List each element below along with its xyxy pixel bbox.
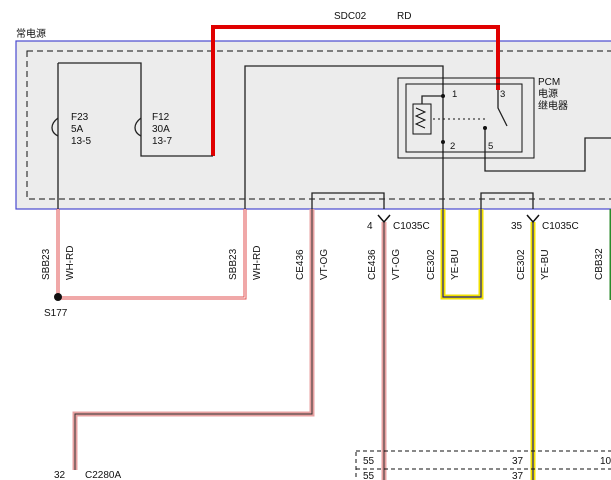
bottom-pin-2: 55 [363,471,375,480]
wire-labels: SBB23 WH-RD SBB23 WH-RD CE436 VT-OG CE43… [41,246,605,280]
wire-label-circuit-2: SBB23 [228,248,239,280]
wire-relay-out [484,137,611,172]
connector-pin: 35 [511,221,523,232]
wire-label-circuit-5: CE302 [426,249,437,280]
connector-symbol [526,214,540,224]
connector-c1035c-35: 35 C1035C [511,214,579,232]
wire-label-color-6: YE-BU [540,249,551,280]
relay-outer-box [397,77,535,159]
connector-name: C2280A [85,470,121,480]
splice-dot [54,293,62,301]
fuse-f23-location: 13-5 [71,136,91,147]
relay-pin-1: 1 [452,89,457,100]
wire-label-color-4: VT-OG [391,249,402,280]
fuse-f23-name: F23 [71,112,89,123]
power-region-inner-dashed [26,50,611,200]
power-region-title: 常电源 [16,27,46,40]
fuse-f12-location: 13-7 [152,136,172,147]
wire-label-color-2: WH-RD [252,246,263,280]
wire-label-circuit-4: CE436 [367,249,378,280]
fuse-f23: F23 5A 13-5 [51,112,91,147]
pcm-relay: 1 2 3 5 PCM 电源 继电器 [397,77,568,159]
wire-ce302-loop-run [440,209,484,300]
relay-title-3: 继电器 [538,99,568,112]
relay-coil-winding [414,107,427,129]
connector-name: C1035C [542,221,579,232]
harness-wires [56,209,611,480]
fuse-f23-rating: 5A [71,124,84,135]
relay-pin-5: 5 [488,141,493,152]
wire-ce436 [311,192,385,209]
top-wire-line [211,25,500,156]
bottom-pin-5: 10 [600,456,611,467]
relay-pin-2: 2 [450,141,455,152]
wire-label-color-5: YE-BU [450,249,461,280]
wire-f23-to-f12 [58,62,213,157]
power-region-box [15,40,611,210]
splice-label: S177 [44,308,68,319]
wire-label-color-1: WH-RD [65,246,76,280]
fuse-f12-name: F12 [152,112,170,123]
relay-inner-box [405,83,523,153]
wire-ce436-left-run [72,209,315,470]
wire-ce436-left-core [74,209,313,470]
connector-pin: 4 [367,221,373,232]
wire-label-circuit-6: CE302 [516,249,527,280]
wire-label-color-3: VT-OG [319,249,330,280]
top-wire-sdc02: SDC02 RD [211,11,500,156]
fuse-f12-rating: 30A [152,124,170,135]
connector-symbol [377,214,391,224]
fuse-f12: F12 30A 13-7 [134,112,172,147]
relay-switch-contact [497,90,508,127]
connector-name: C1035C [393,221,430,232]
wire-ce302-loop [480,192,534,209]
connector-pin: 32 [54,470,66,480]
wire-sbb23-right-run [58,209,247,300]
connector-c2280a-32: 32 C2280A [54,470,121,480]
wire-sbb23-right [244,65,444,209]
top-wire-circuit-label: SDC02 [334,11,367,22]
bottom-connector-block: 55 55 37 37 10 [355,450,611,480]
bottom-pin-4: 37 [512,471,524,480]
relay-pin5-dot [483,126,487,130]
wire-ce302-loop-core [442,209,482,298]
fuse-f12-symbol [134,117,142,137]
relay-pin2-dot [441,140,445,144]
bottom-connector-frame [355,450,611,480]
relay-title-2: 电源 [538,87,558,100]
relay-coil-leads [421,95,443,104]
bottom-pin-3: 37 [512,456,524,467]
relay-pin1-dot [441,94,445,98]
connector-c1035c-4: 4 C1035C [367,214,430,232]
relay-pin-3: 3 [500,89,505,100]
fuse-f23-symbol [51,117,59,137]
wire-label-circuit-7: CBB32 [594,248,605,280]
wire-label-circuit-1: SBB23 [41,248,52,280]
bottom-pin-1: 55 [363,456,375,467]
wire-label-circuit-3: CE436 [295,249,306,280]
relay-title-1: PCM [538,77,560,88]
wire-sbb23-right-core [58,209,246,299]
internal-wiring [57,62,611,235]
power-region: 常电源 [15,27,611,210]
splice-s177: S177 [44,293,68,319]
top-wire-color-label: RD [397,11,411,22]
